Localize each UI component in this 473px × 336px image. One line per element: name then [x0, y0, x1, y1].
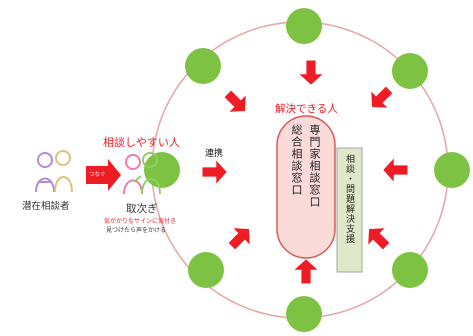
renkei-label: 連携: [205, 149, 224, 159]
tsunagu-label: つなぐ: [89, 172, 106, 178]
person-pair-icon: [35, 150, 73, 193]
arrow-icon: [224, 90, 246, 112]
mid-group-label: 取次ぎ: [126, 203, 158, 215]
inward-arrows: [202, 60, 408, 284]
center-capsule: [276, 115, 336, 259]
mid-note-line1: 気がかりなサインに気付き: [104, 218, 177, 225]
arrow-icon: [228, 228, 250, 250]
arrow-icon: [368, 228, 390, 250]
arrow-icon: [86, 159, 121, 191]
circle-node-icon: [434, 152, 470, 188]
circle-node-icon: [188, 252, 224, 288]
arrow-icon: [294, 259, 318, 284]
circle-node-icon: [392, 53, 428, 89]
arrow-icon: [371, 86, 393, 108]
person-pair-icon: [123, 152, 161, 195]
side-box: [336, 147, 363, 273]
mid-heading: 相談しやすい人: [103, 136, 180, 149]
circle-node-icon: [185, 48, 221, 84]
arrow-icon: [383, 158, 408, 182]
capsule-text-col2: 総合相談窓口: [290, 124, 303, 196]
arrow-icon: [299, 60, 323, 85]
center-heading: 解決できる人: [275, 103, 338, 115]
circle-node-icon: [286, 296, 322, 332]
left-group-label: 潜在相談者: [22, 201, 70, 212]
circle-node-icon: [144, 152, 180, 188]
circle-node-icon: [392, 252, 428, 288]
arrow-icon: [202, 160, 227, 184]
capsule-text-col1: 専門家相談窓口: [308, 124, 321, 208]
circle-node-icon: [286, 8, 322, 44]
side-box-text: 相談・問題解決支援: [344, 154, 354, 244]
mid-note-line2: 見つけたら声をかける: [106, 227, 167, 234]
